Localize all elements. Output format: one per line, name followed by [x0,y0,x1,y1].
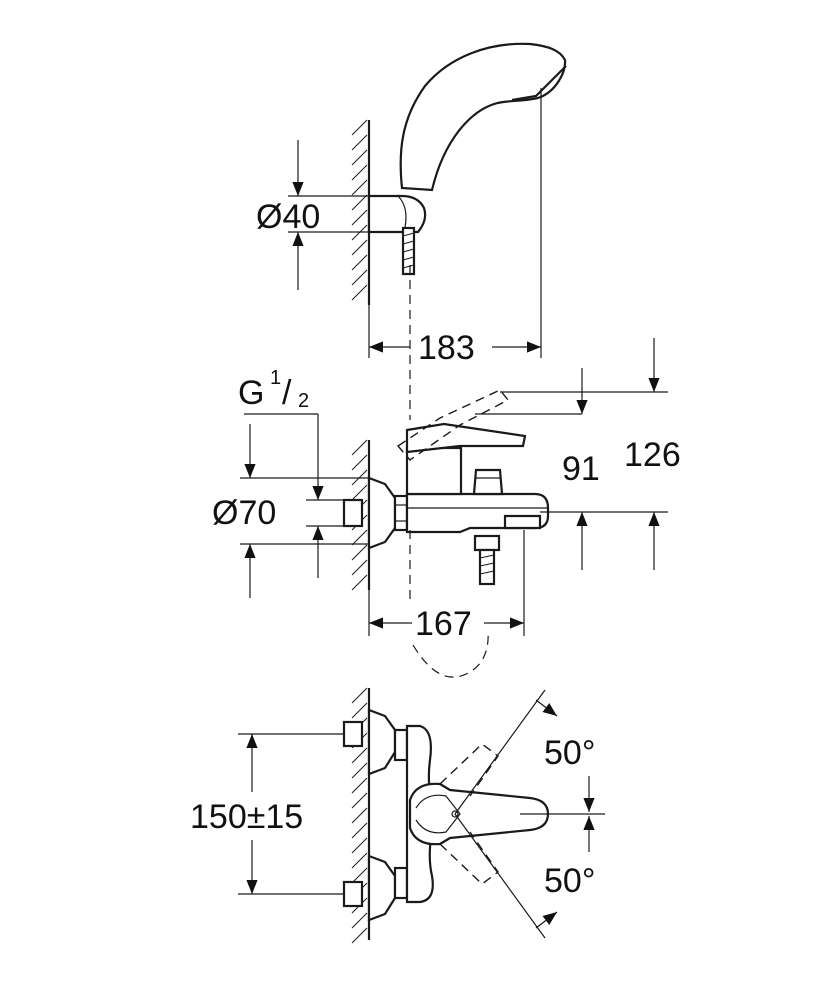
wall-hatching-top [351,119,368,301]
thread-fraction-denominator: 2 [298,390,309,412]
shower-holder-view: Ø40 183 [256,42,567,420]
wall-flange [367,476,397,550]
dim-flange-diameter: Ø70 [212,494,276,532]
mixer-side-view: G 1 / 2 Ø70 91 126 167 [212,338,681,678]
dim-spout-height-low: 91 [562,450,600,488]
dim-centres: 150±15 [190,798,303,836]
thread-fraction-numerator: 1 [270,367,281,389]
hand-shower [399,42,567,192]
dim-projection-shower: 183 [418,329,475,367]
dim-angle-top: 50° [544,734,595,772]
dim-holder-diameter: Ø40 [256,198,320,236]
wall-hatching-bottom [351,687,368,944]
dim-spout-height-high: 126 [624,436,681,474]
dim-angle-bottom: 50° [544,862,595,900]
dim-projection-spout: 167 [415,605,472,643]
thread-label: G [238,374,264,412]
thread-fraction-slash: / [282,374,292,412]
mixer-top-view: 50° 50° 150±15 [190,687,605,944]
lever-handle [405,422,527,454]
